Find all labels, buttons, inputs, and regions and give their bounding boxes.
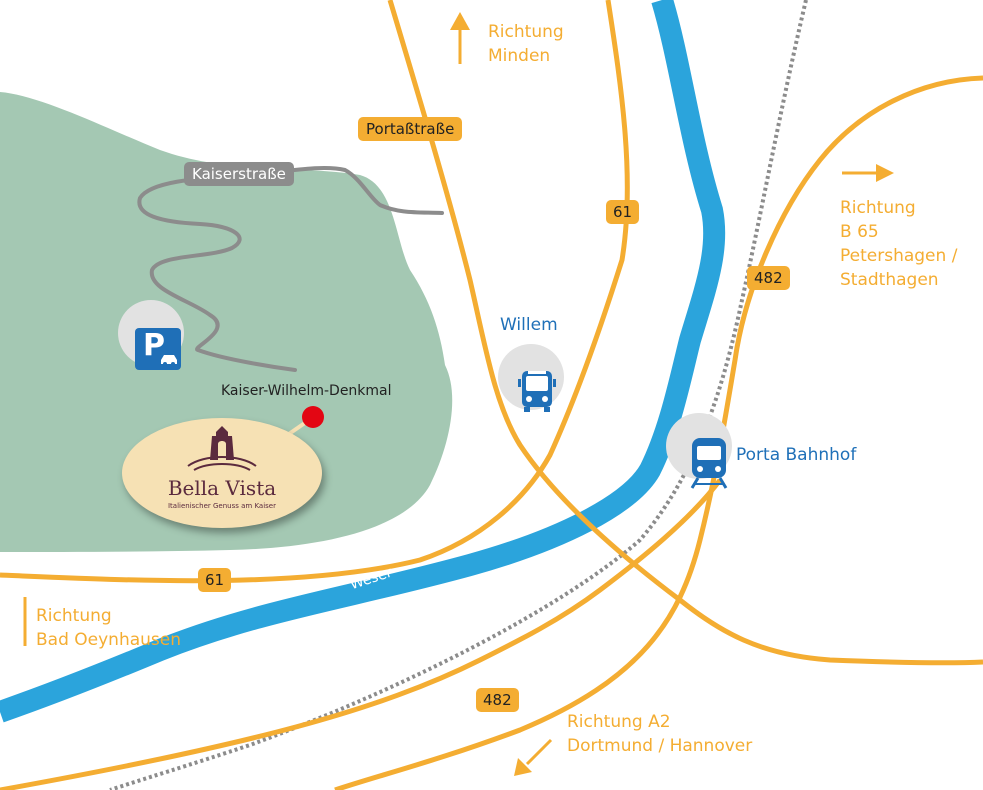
b61-south-sign: 61 [198, 568, 232, 592]
direction-bad-oeynhausen: Richtung Bad Oeynhausen [36, 606, 182, 650]
bus-stop-label: Willem [500, 315, 558, 335]
arrow-right-icon [842, 164, 894, 182]
direction-b65: Richtung B 65 Petershagen / Stadthagen [840, 198, 958, 290]
road-secondary [0, 478, 722, 790]
denkmal-label: Kaiser-Wilhelm-Denkmal [221, 383, 392, 399]
logo-title: Bella Vista [167, 476, 277, 500]
bella-vista-logo: Bella Vista Italienischer Genuss am Kais… [122, 418, 322, 528]
location-marker-icon [302, 406, 324, 428]
railway [109, 0, 808, 790]
kaiserstrasse-road [137, 166, 444, 372]
car-icon [161, 355, 177, 366]
parking-icon: P [135, 328, 181, 370]
road-b61-west [0, 0, 630, 584]
logo-subtitle: Italienischer Genuss am Kaiser [167, 502, 276, 510]
direction-a2: Richtung A2 Dortmund / Hannover [567, 712, 753, 756]
train-icon [690, 438, 728, 489]
kaiserstrasse-sign: Kaiserstraße [184, 162, 294, 186]
bus-icon [518, 371, 556, 412]
b61-north-sign: 61 [606, 200, 640, 224]
river-weser [0, 0, 726, 723]
station-label: Porta Bahnhof [736, 445, 857, 465]
b482-north-sign: 482 [747, 266, 790, 290]
monument-icon [187, 426, 257, 471]
arrow-up-icon [450, 12, 470, 64]
forest-area [0, 92, 453, 552]
arrow-down-left-icon [514, 738, 553, 776]
b482-south-sign: 482 [476, 688, 519, 712]
road-portastrasse [387, 0, 983, 666]
direction-minden: Richtung Minden [488, 22, 564, 66]
portastrasse-sign: Portaßtraße [358, 117, 463, 141]
